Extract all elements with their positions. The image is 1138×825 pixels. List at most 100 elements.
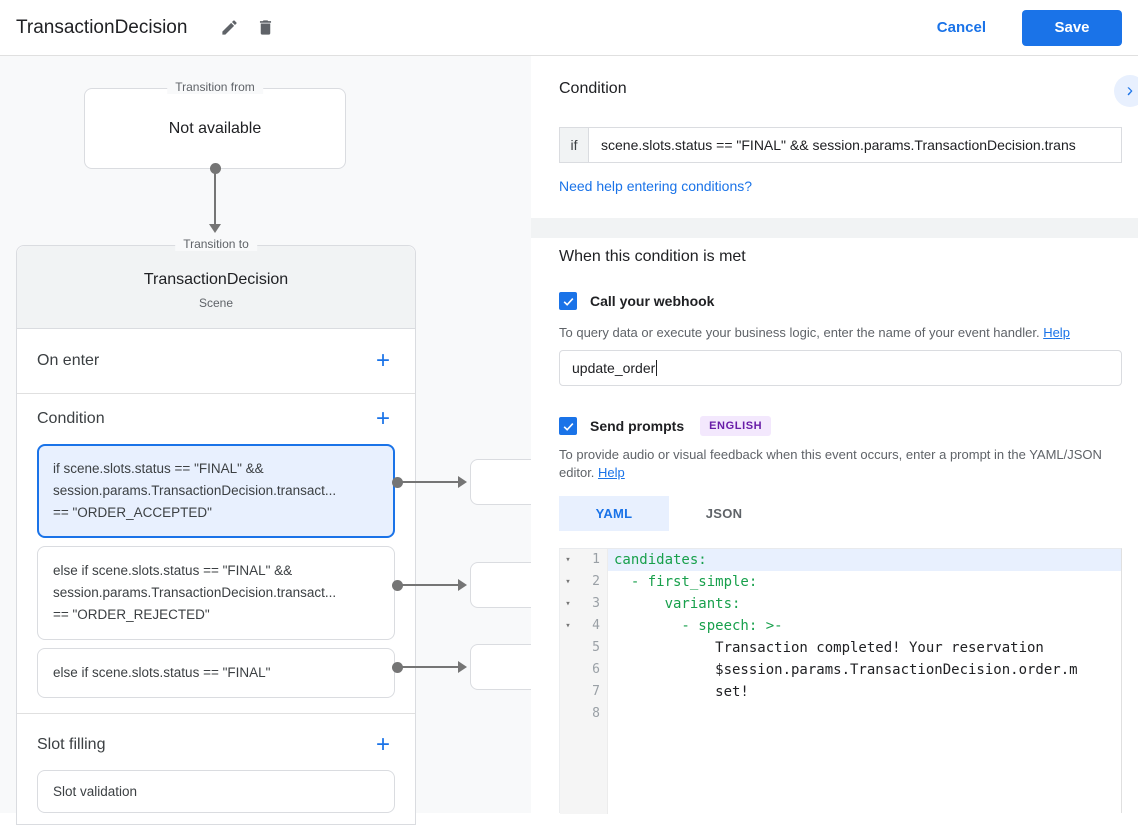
scene-card: Transition to TransactionDecision Scene … — [16, 237, 416, 825]
code-line: 3 variants: — [560, 593, 1121, 615]
webhook-helper: To query data or execute your business l… — [559, 325, 1044, 340]
code-text — [608, 703, 1121, 725]
code-text: candidates: — [608, 549, 1121, 571]
if-prefix: if — [560, 128, 589, 162]
condition-card-final[interactable]: else if scene.slots.status == "FINAL" — [37, 648, 395, 698]
condition-line: == "ORDER_ACCEPTED" — [53, 505, 212, 520]
condition-help-link[interactable]: Need help entering conditions? — [559, 178, 753, 194]
transition-from-content: Not available — [168, 119, 262, 137]
gutter: 8 — [560, 703, 608, 725]
add-on-enter-button[interactable] — [371, 349, 395, 373]
chevron-right-icon — [1127, 87, 1133, 96]
slot-filling-section-header: Slot filling — [17, 720, 415, 770]
slot-validation-card[interactable]: Slot validation — [37, 770, 395, 813]
tab-yaml[interactable]: YAML — [559, 496, 669, 531]
webhook-help-link[interactable]: Help — [1043, 325, 1070, 340]
edit-button[interactable] — [211, 10, 247, 46]
condition-line: else if scene.slots.status == "FINAL" && — [53, 563, 293, 578]
event-handler-input[interactable]: update_order — [559, 350, 1122, 386]
condition-card-rejected[interactable]: else if scene.slots.status == "FINAL" &&… — [37, 546, 395, 640]
pencil-icon — [222, 20, 237, 35]
trash-icon — [259, 20, 271, 35]
code-text: Transaction completed! Your reservation — [608, 637, 1121, 659]
yaml-key: candidates: — [614, 552, 707, 568]
prompts-help-link[interactable]: Help — [598, 465, 625, 480]
yaml-code-editor[interactable]: 1 candidates: 2 - first_simple: 3 varian… — [559, 548, 1122, 814]
delete-button[interactable] — [247, 10, 283, 46]
add-condition-button[interactable] — [371, 407, 395, 431]
condition-expression-input[interactable]: scene.slots.status == "FINAL" && session… — [601, 137, 1076, 153]
page-title: TransactionDecision — [16, 16, 188, 38]
transition-target-box[interactable] — [470, 562, 542, 608]
section-divider — [17, 713, 415, 714]
code-text: - first_simple: — [608, 571, 1121, 593]
condition-card-accepted[interactable]: if scene.slots.status == "FINAL" && sess… — [37, 444, 395, 538]
code-text: $session.params.TransactionDecision.orde… — [608, 659, 1121, 681]
cancel-button[interactable]: Cancel — [936, 19, 986, 36]
arrow-right-icon — [458, 661, 467, 673]
fold-toggle-icon[interactable] — [560, 615, 576, 637]
slot-filling-label: Slot filling — [37, 736, 106, 753]
line-number: 3 — [592, 596, 600, 611]
when-condition-met-title: When this condition is met — [559, 248, 746, 265]
yaml-key: variants: — [614, 596, 741, 612]
connector-dot — [210, 163, 221, 174]
transition-target-box[interactable] — [470, 459, 542, 505]
condition-section-label: Condition — [37, 410, 105, 427]
fold-toggle-icon[interactable] — [560, 571, 576, 593]
arrow-down-icon — [209, 224, 221, 233]
call-webhook-label: Call your webhook — [590, 293, 715, 309]
line-number: 8 — [592, 706, 600, 721]
gutter: 2 — [560, 571, 608, 593]
code-line: 8 — [560, 703, 1121, 725]
connector-line — [397, 666, 459, 668]
scene-name: TransactionDecision — [143, 271, 289, 288]
transition-from-label: Transition from — [167, 80, 263, 94]
yaml-text: Transaction completed! Your reservation — [614, 640, 1044, 656]
fold-toggle-icon[interactable] — [560, 549, 576, 571]
scene-diagram-canvas: Transition from Not available Transition… — [0, 56, 1138, 825]
code-text: variants: — [608, 593, 1121, 615]
fold-toggle-icon[interactable] — [560, 593, 576, 615]
yaml-text: set! — [614, 684, 749, 700]
save-button[interactable]: Save — [1022, 9, 1122, 46]
send-prompts-label: Send prompts — [590, 418, 685, 434]
text-cursor — [656, 360, 658, 376]
add-slot-button[interactable] — [371, 733, 395, 757]
collapse-panel-button[interactable] — [1114, 75, 1138, 107]
gutter: 7 — [560, 681, 608, 703]
gutter: 4 — [560, 615, 608, 637]
arrow-right-icon — [458, 579, 467, 591]
panel-condition-title: Condition — [559, 80, 627, 97]
condition-line: == "ORDER_REJECTED" — [53, 607, 210, 622]
condition-section-header: Condition — [17, 394, 415, 444]
webhook-check-row: Call your webhook — [559, 292, 714, 310]
top-bar: TransactionDecision Cancel Save — [0, 0, 1138, 56]
transition-from-box: Transition from Not available — [84, 80, 346, 169]
code-line: 5 Transaction completed! Your reservatio… — [560, 637, 1121, 659]
on-enter-section: On enter — [17, 329, 415, 394]
send-prompts-check-row: Send prompts ENGLISH — [559, 416, 772, 436]
scene-type: Scene — [198, 296, 234, 310]
send-prompts-checkbox[interactable] — [559, 417, 577, 435]
scene-card-header[interactable]: TransactionDecision Scene — [17, 246, 415, 329]
gutter: 3 — [560, 593, 608, 615]
line-number: 5 — [592, 640, 600, 655]
condition-line: else if scene.slots.status == "FINAL" — [53, 665, 271, 680]
gutter: 1 — [560, 549, 608, 571]
code-text: set! — [608, 681, 1121, 703]
line-number: 1 — [592, 552, 600, 567]
prompts-helper: To provide audio or visual feedback when… — [559, 447, 1102, 480]
prompts-helper-text: To provide audio or visual feedback when… — [559, 446, 1119, 482]
on-enter-label: On enter — [37, 352, 100, 369]
section-separator — [531, 218, 1138, 238]
condition-line: session.params.TransactionDecision.trans… — [53, 585, 337, 600]
gutter: 6 — [560, 659, 608, 681]
arrow-right-icon — [458, 476, 467, 488]
call-webhook-checkbox[interactable] — [559, 292, 577, 310]
gutter-extension — [560, 725, 608, 814]
connector-line — [397, 481, 459, 483]
tab-json[interactable]: JSON — [669, 496, 779, 531]
event-handler-value: update_order — [572, 360, 656, 376]
line-number: 4 — [592, 618, 600, 633]
